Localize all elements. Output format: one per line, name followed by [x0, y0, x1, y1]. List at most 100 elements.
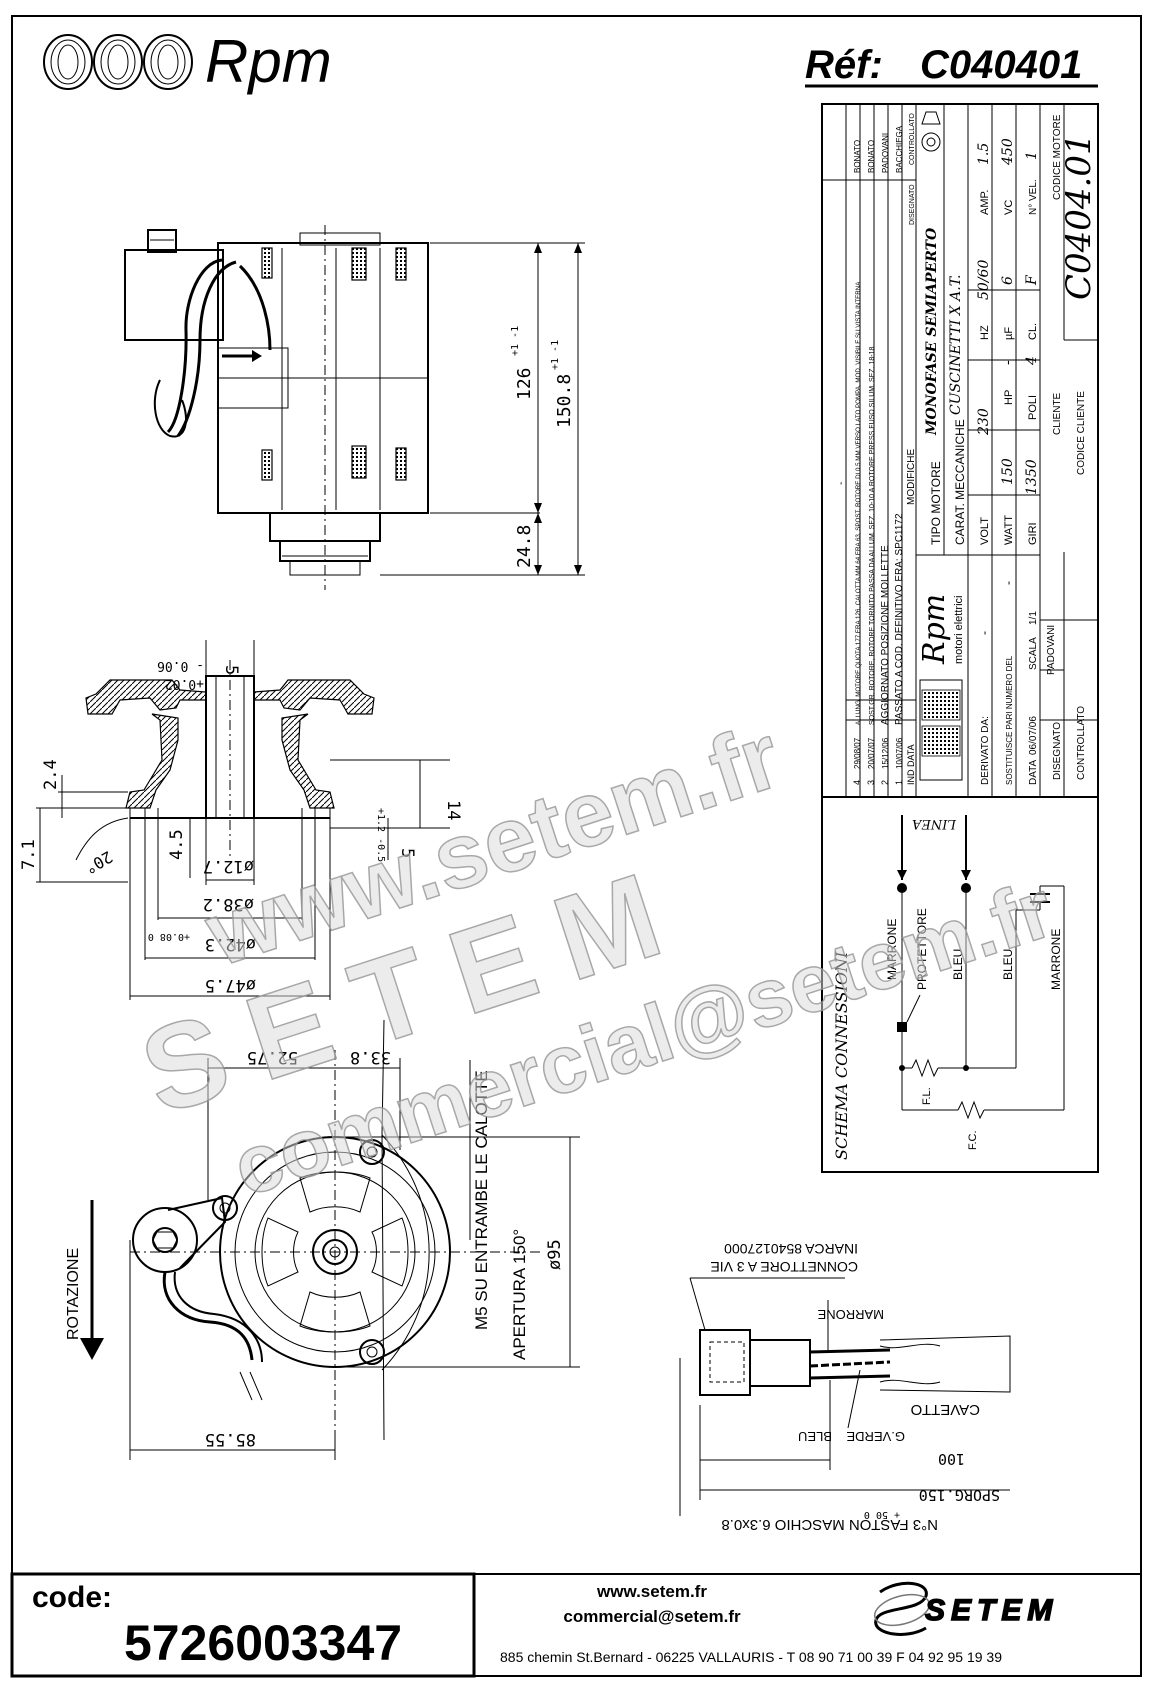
setem-wordmark: SETEM [925, 1594, 1058, 1627]
disegnato-label: DISEGNATO [1052, 722, 1063, 780]
wire-bleu: BLEU [798, 1429, 832, 1444]
wire-bleu2-label: BLEU [1001, 949, 1015, 980]
poli-label: POLI [1027, 395, 1039, 420]
nvel-value: 1 [1024, 151, 1040, 160]
dim-sporg: SPORG.150 [919, 1486, 1000, 1504]
setem-logo: SETEM [873, 1581, 1058, 1636]
carat-label: CARAT. MECCANICHE [953, 419, 967, 545]
data-value: 06/07/06 [1028, 716, 1039, 755]
tipo-motore-value: MONOFASE SEMIAPERTO [924, 227, 940, 436]
col-modifiche: MODIFICHE [906, 449, 917, 505]
col-controllato: CONTROLLATO [909, 113, 916, 165]
mod-2-data: 15/12/06 [881, 737, 890, 769]
dim-33-8: 33.8 [350, 1047, 391, 1067]
reference: Réf: C040401 [805, 43, 1098, 88]
sheet-border [11, 15, 1142, 1677]
dim-tol-plus: +0.02 [165, 676, 204, 691]
mod-1-ind: 1 [894, 780, 904, 785]
mod-4-ind: 4 [852, 780, 862, 785]
motor-front-view: 52.75 33.8 85.55 ø95 APERTURA 150° M5 SU… [65, 1019, 580, 1460]
dim-tol-minus: - 0.06 [157, 658, 204, 673]
disegnato-value: PADOVANI [1046, 625, 1057, 675]
dim-4-5: 4.5 [167, 829, 187, 860]
dim-dia-42-3: ø42.3 [205, 934, 256, 954]
data-label: DATA [1028, 759, 1039, 785]
dim-52-75: 52.75 [247, 1047, 298, 1067]
rpm-logo: Rpm [43, 28, 332, 95]
dim-5-tol: +1.2 -0.5 [375, 808, 386, 862]
mod-3-firma: BONATO [867, 140, 876, 173]
dim-dia-38-2: ø38.2 [203, 894, 254, 914]
brand-name: Rpm [205, 28, 332, 95]
dim-angle-20: 20° [81, 847, 116, 878]
col-data: DATA [906, 744, 916, 767]
dim-5: 5 [397, 848, 417, 858]
protettore-label: PROTETTORE [915, 908, 929, 990]
scala-label: SCALA [1028, 637, 1039, 670]
watt-value: 150 [1000, 458, 1016, 485]
hp-label: HP [1003, 390, 1015, 405]
dim-2-4: 2.4 [41, 759, 61, 790]
dim-5-top: 5 [221, 665, 241, 675]
wire-marrone: MARRONE [817, 1307, 884, 1322]
mod-4-firma: BONATO [853, 140, 862, 173]
tipo-motore-label: TIPO MOTORE [929, 461, 943, 545]
giri-value: 1350 [1024, 459, 1040, 495]
mod-1-data: 10/07/06 [895, 737, 904, 769]
amp-label: AMP. [979, 190, 991, 215]
codice-motore: C0404.01 [1059, 133, 1099, 300]
mod-5-dash: - [836, 482, 847, 485]
dim-sporg-tol: + 50 0 [864, 1509, 900, 1520]
watt-label: WATT [1003, 515, 1015, 545]
derivato-label: DERIVATO DA: [980, 716, 991, 785]
dim-7-1: 7.1 [19, 839, 39, 870]
cl-label: CL. [1027, 323, 1039, 340]
flange-section-view: ø12.7 ø38.2 +0.08 0 ø42.3 ø47.5 7.1 2.4 … [19, 640, 463, 1000]
title-logo-sub: motori elettrici [953, 596, 965, 664]
note-apertura: APERTURA 150° [510, 1229, 529, 1360]
dim-dia-47-5: ø47.5 [205, 975, 256, 995]
dim-dia-12-7: ø12.7 [203, 856, 254, 876]
mod-2-firma: PADOVANI [881, 133, 890, 173]
dim-24-8: 24.8 [514, 525, 535, 568]
codice-motore-label: CODICE MOTORE [1052, 114, 1063, 200]
coil-icon [921, 689, 961, 757]
sostituisce-label: SOSTITUISCE PARI NUMERO DEL [1005, 655, 1014, 785]
schema-linea: LINEA [912, 816, 957, 831]
fc-label: F.C. [967, 1130, 979, 1150]
poli-value: 4 [1024, 356, 1040, 366]
dim-150: 150.8 [554, 374, 575, 428]
faston-note: N°3 FASTON MASCHIO 6.3x0.8 [721, 1516, 938, 1533]
nvel-label: N° VEL. [1028, 179, 1039, 215]
dim-dia-38-2-tol: +0.08 0 [148, 931, 190, 942]
sostituisce-value: - [1001, 581, 1015, 585]
mod-1-text: PASSATO A COD. DEFINITIVO ERA: SPC1172 [894, 513, 905, 725]
dim-150-tol: +1 -1 [550, 340, 561, 370]
volt-value: 230 [976, 408, 992, 436]
ref-label: Réf: [805, 43, 883, 87]
controllato-label: CONTROLLATO [1076, 706, 1087, 780]
title-logo: Rpm motori elettrici [917, 594, 965, 781]
wire-bleu1-label: BLEU [951, 949, 965, 980]
dim-dia-95: ø95 [545, 1239, 565, 1270]
rotation-label: ROTAZIONE [65, 1248, 82, 1340]
mod-3-ind: 3 [866, 780, 876, 785]
amp-value: 1.5 [976, 143, 992, 165]
cable-label: CAVETTO [911, 1401, 980, 1418]
derivato-value: - [977, 631, 991, 635]
wire-marrone-label: MARRONE [885, 919, 899, 980]
codice-cliente-label: CODICE CLIENTE [1076, 391, 1087, 475]
vc-value: 450 [1000, 138, 1016, 166]
cliente-label: CLIENTE [1052, 392, 1063, 435]
uf-value: 6 [1000, 276, 1016, 285]
vc-label: VC [1003, 200, 1015, 215]
wire-marrone2-label: MARRONE [1049, 929, 1063, 990]
ref-value: C040401 [920, 43, 1082, 87]
dim-126-tol: +1 -1 [510, 326, 521, 356]
title-logo-brand: Rpm [917, 594, 952, 665]
dim-85-55: 85.55 [205, 1429, 256, 1449]
footer: code: 5726003347 www.setem.fr commercial… [10, 1572, 1141, 1678]
connector-part: INARCA 8540127000 [724, 1241, 858, 1257]
mod-4-text: ALLUNG. MOTORE QUOTA 177 ERA 126, CALOTT… [855, 281, 862, 725]
